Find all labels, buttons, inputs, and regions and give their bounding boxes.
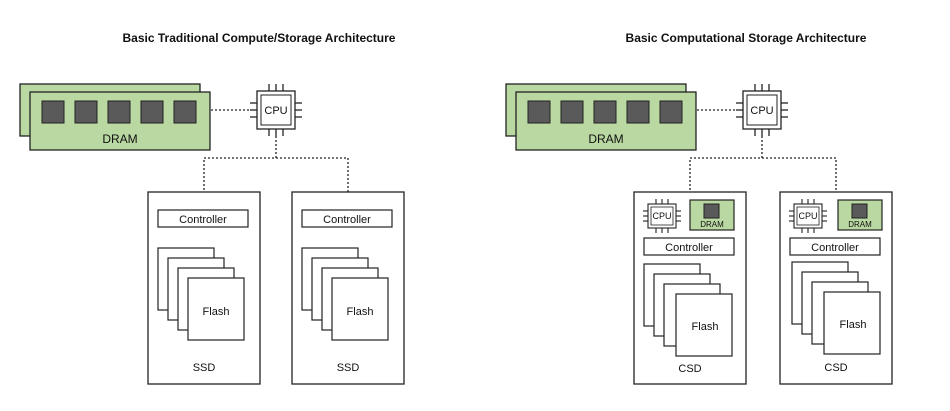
ssd-drive: Controller Flash SSD [291, 191, 405, 385]
host-cpu: CPU [735, 83, 789, 137]
csd-dram: DRAM [689, 199, 735, 231]
flash-label: Flash [203, 306, 230, 318]
csd-cpu: CPU [788, 198, 828, 234]
drive-label: CSD [824, 362, 847, 374]
flash-label: Flash [347, 306, 374, 318]
cpu-drive-links [203, 136, 349, 192]
flash-stack [791, 261, 881, 355]
traditional-architecture: Basic Traditional Compute/Storage Archit… [19, 31, 405, 385]
flash-stack [643, 263, 733, 357]
csd-dram: DRAM [837, 199, 883, 231]
diagram-title: Basic Traditional Compute/Storage Archit… [123, 31, 396, 45]
cpu-label: CPU [750, 105, 773, 117]
csd-drive: CPU DRAM Controller Flash CSD [779, 191, 893, 385]
cpu-label: CPU [264, 105, 287, 117]
cpu-drive-links [689, 136, 837, 192]
controller-box [789, 237, 881, 256]
controller-label: Controller [179, 214, 227, 226]
csd-cpu: CPU [642, 198, 682, 234]
flash-label: Flash [692, 321, 719, 333]
csd-cpu-label: CPU [652, 211, 671, 221]
controller-label: Controller [811, 242, 859, 254]
controller-box [157, 209, 249, 228]
drive-label: SSD [337, 362, 360, 374]
controller-label: Controller [665, 242, 713, 254]
controller-box [301, 209, 393, 228]
dram-label: DRAM [588, 132, 623, 146]
drive-label: SSD [193, 362, 216, 374]
csd-dram-label: DRAM [848, 220, 872, 229]
flash-label: Flash [840, 319, 867, 331]
host-dram-module: DRAM [505, 83, 697, 151]
csd-dram-label: DRAM [700, 220, 724, 229]
host-dram-module: DRAM [19, 83, 211, 151]
drive-label: CSD [678, 363, 701, 375]
host-cpu: CPU [249, 83, 303, 137]
controller-box [643, 237, 735, 256]
flash-stack [301, 247, 389, 341]
computational-architecture: Basic Computational Storage Architecture… [505, 31, 893, 385]
diagram-title: Basic Computational Storage Architecture [626, 31, 867, 45]
csd-cpu-label: CPU [798, 211, 817, 221]
flash-stack [157, 247, 245, 341]
ssd-drive: Controller Flash SSD [147, 191, 261, 385]
controller-label: Controller [323, 214, 371, 226]
csd-drive: CPU DRAM Controller Flash CSD [633, 191, 747, 385]
dram-label: DRAM [102, 132, 137, 146]
